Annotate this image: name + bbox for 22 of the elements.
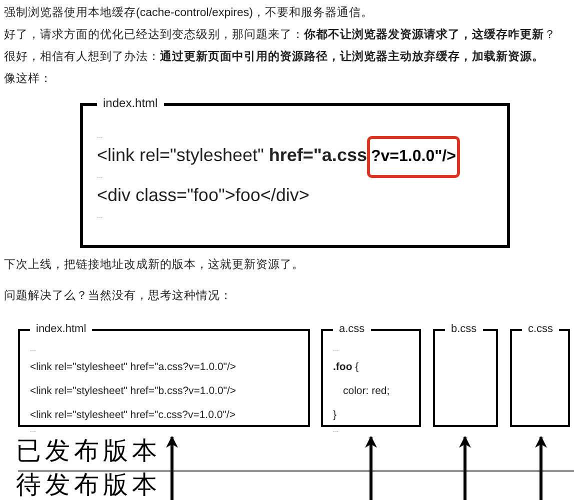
- code-line: <div class="foo">foo</div>: [97, 185, 310, 205]
- code-line: <link rel="stylesheet" href="a.css: [97, 145, 367, 165]
- arrow: [535, 436, 547, 500]
- paragraph: 好了，请求方面的优化已经达到变态级别，那问题来了：你都不让浏览器发资源请求了，这缓存咋更新？: [4, 27, 556, 43]
- code-line: <link rel="stylesheet" href="a.css?v=1.0.0"/>: [30, 361, 236, 373]
- paragraph: 像这样：: [4, 71, 52, 87]
- arrow: [459, 436, 471, 500]
- code-line: color: red;: [342, 385, 390, 397]
- arrow: [166, 436, 178, 500]
- code-line: <link rel="stylesheet" href="c.css?v=1.0.0"/>: [30, 409, 236, 421]
- paragraph: 强制浏览器使用本地缓存(cache-control/expires)，不要和服务器通信。: [4, 6, 373, 21]
- code-line: <link rel="stylesheet" href="b.css?v=1.0.0"/>: [30, 385, 236, 397]
- paragraph: 很好，相信有人想到了办法：通过更新页面中引用的资源路径，让浏览器主动放弃缓存，加载新资源。: [4, 49, 544, 65]
- panel-title: index.html: [97, 96, 164, 110]
- code-line: }: [333, 409, 337, 421]
- highlight-box: ?v=1.0.0"/>: [366, 136, 460, 178]
- paragraph: 下次上线，把链接地址改成新的版本，这就更新资源了。: [4, 257, 304, 273]
- paragraph: 问题解决了么？当然没有，思考这种情况：: [4, 288, 232, 304]
- arrow: [365, 436, 377, 500]
- row-label: 已发布版本: [16, 436, 161, 466]
- code-line: .foo {: [333, 361, 359, 373]
- row-label: 待发布版本: [16, 470, 161, 500]
